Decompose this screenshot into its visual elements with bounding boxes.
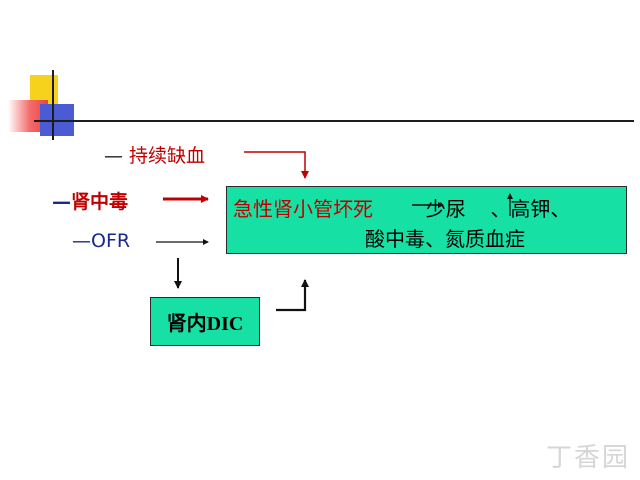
dic-label: 肾内DIC	[166, 313, 244, 335]
label-nephrotoxin-text: 肾中毒	[71, 191, 129, 213]
label-dash: —	[104, 145, 123, 167]
atn-hyperkalemia: 、高钾、	[490, 197, 571, 221]
dic-box: 肾内DIC	[150, 297, 260, 346]
label-ofr: —OFR	[72, 230, 131, 252]
watermark: 丁香园	[545, 443, 630, 473]
atn-line-1: 急性肾小管坏死 少尿 、高钾、	[233, 193, 570, 222]
atn-box: 急性肾小管坏死 少尿 、高钾、 酸中毒、氮质血症	[226, 186, 627, 254]
label-ischemia-text: 持续缺血	[129, 145, 206, 167]
header-rule	[34, 120, 634, 122]
logo-vertical-line	[52, 70, 54, 140]
label-nephrotoxin: —肾中毒	[52, 187, 128, 214]
label-dash: —	[52, 191, 71, 213]
label-persistent-ischemia: — 持续缺血	[104, 141, 205, 168]
atn-title: 急性肾小管坏死	[233, 197, 373, 221]
dic-feedback-connector	[276, 279, 309, 312]
ischemia-connector	[244, 151, 309, 179]
atn-oliguria: 少尿	[425, 197, 466, 221]
atn-line-2: 酸中毒、氮质血症	[365, 227, 525, 251]
